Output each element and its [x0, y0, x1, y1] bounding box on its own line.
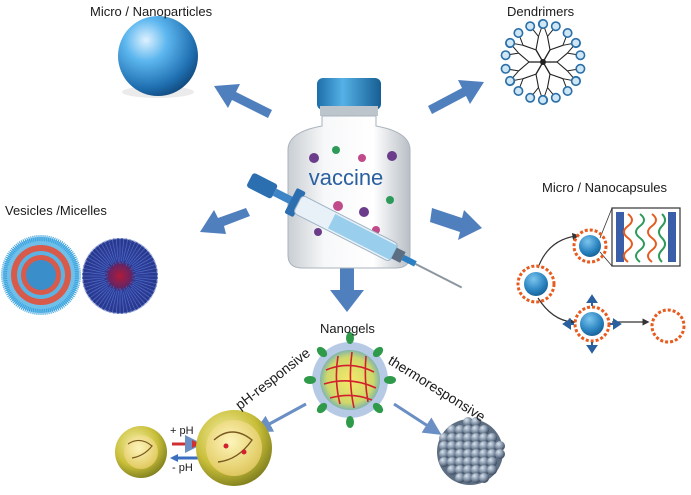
label-plus-ph: + pH: [170, 425, 194, 437]
arrow-to-ph-responsive: [262, 404, 306, 428]
thermoresponsive-gel-icon: [437, 417, 505, 485]
label-micro-nanocapsules: Micro / Nanocapsules: [542, 180, 667, 195]
ph-small-gel-icon: [115, 426, 167, 478]
arrow-to-dendrimers: [428, 80, 484, 114]
label-dendrimers: Dendrimers: [507, 4, 574, 19]
vial-label: vaccine: [309, 165, 384, 190]
vesicle-icon: [1, 235, 81, 315]
arrow-to-nanoparticles: [214, 84, 272, 118]
arrow-to-thermoresponsive: [394, 404, 434, 430]
micelle-icon: [82, 238, 158, 314]
arrow-to-nanocapsules: [430, 208, 482, 240]
nanoparticle-sphere-icon: [118, 16, 198, 98]
label-micro-nanoparticles: Micro / Nanoparticles: [90, 4, 212, 19]
dendrimer-icon: [501, 20, 584, 104]
arrow-to-vesicles: [200, 208, 250, 234]
nanogel-icon: [304, 332, 396, 428]
label-minus-ph: - pH: [172, 462, 193, 474]
nanocapsules-diagram: [518, 208, 684, 352]
ph-arrows: [170, 440, 200, 462]
label-nanogels: Nanogels: [320, 321, 375, 336]
ph-large-gel-icon: [196, 410, 272, 486]
label-vesicles-micelles: Vesicles /Micelles: [5, 203, 107, 218]
